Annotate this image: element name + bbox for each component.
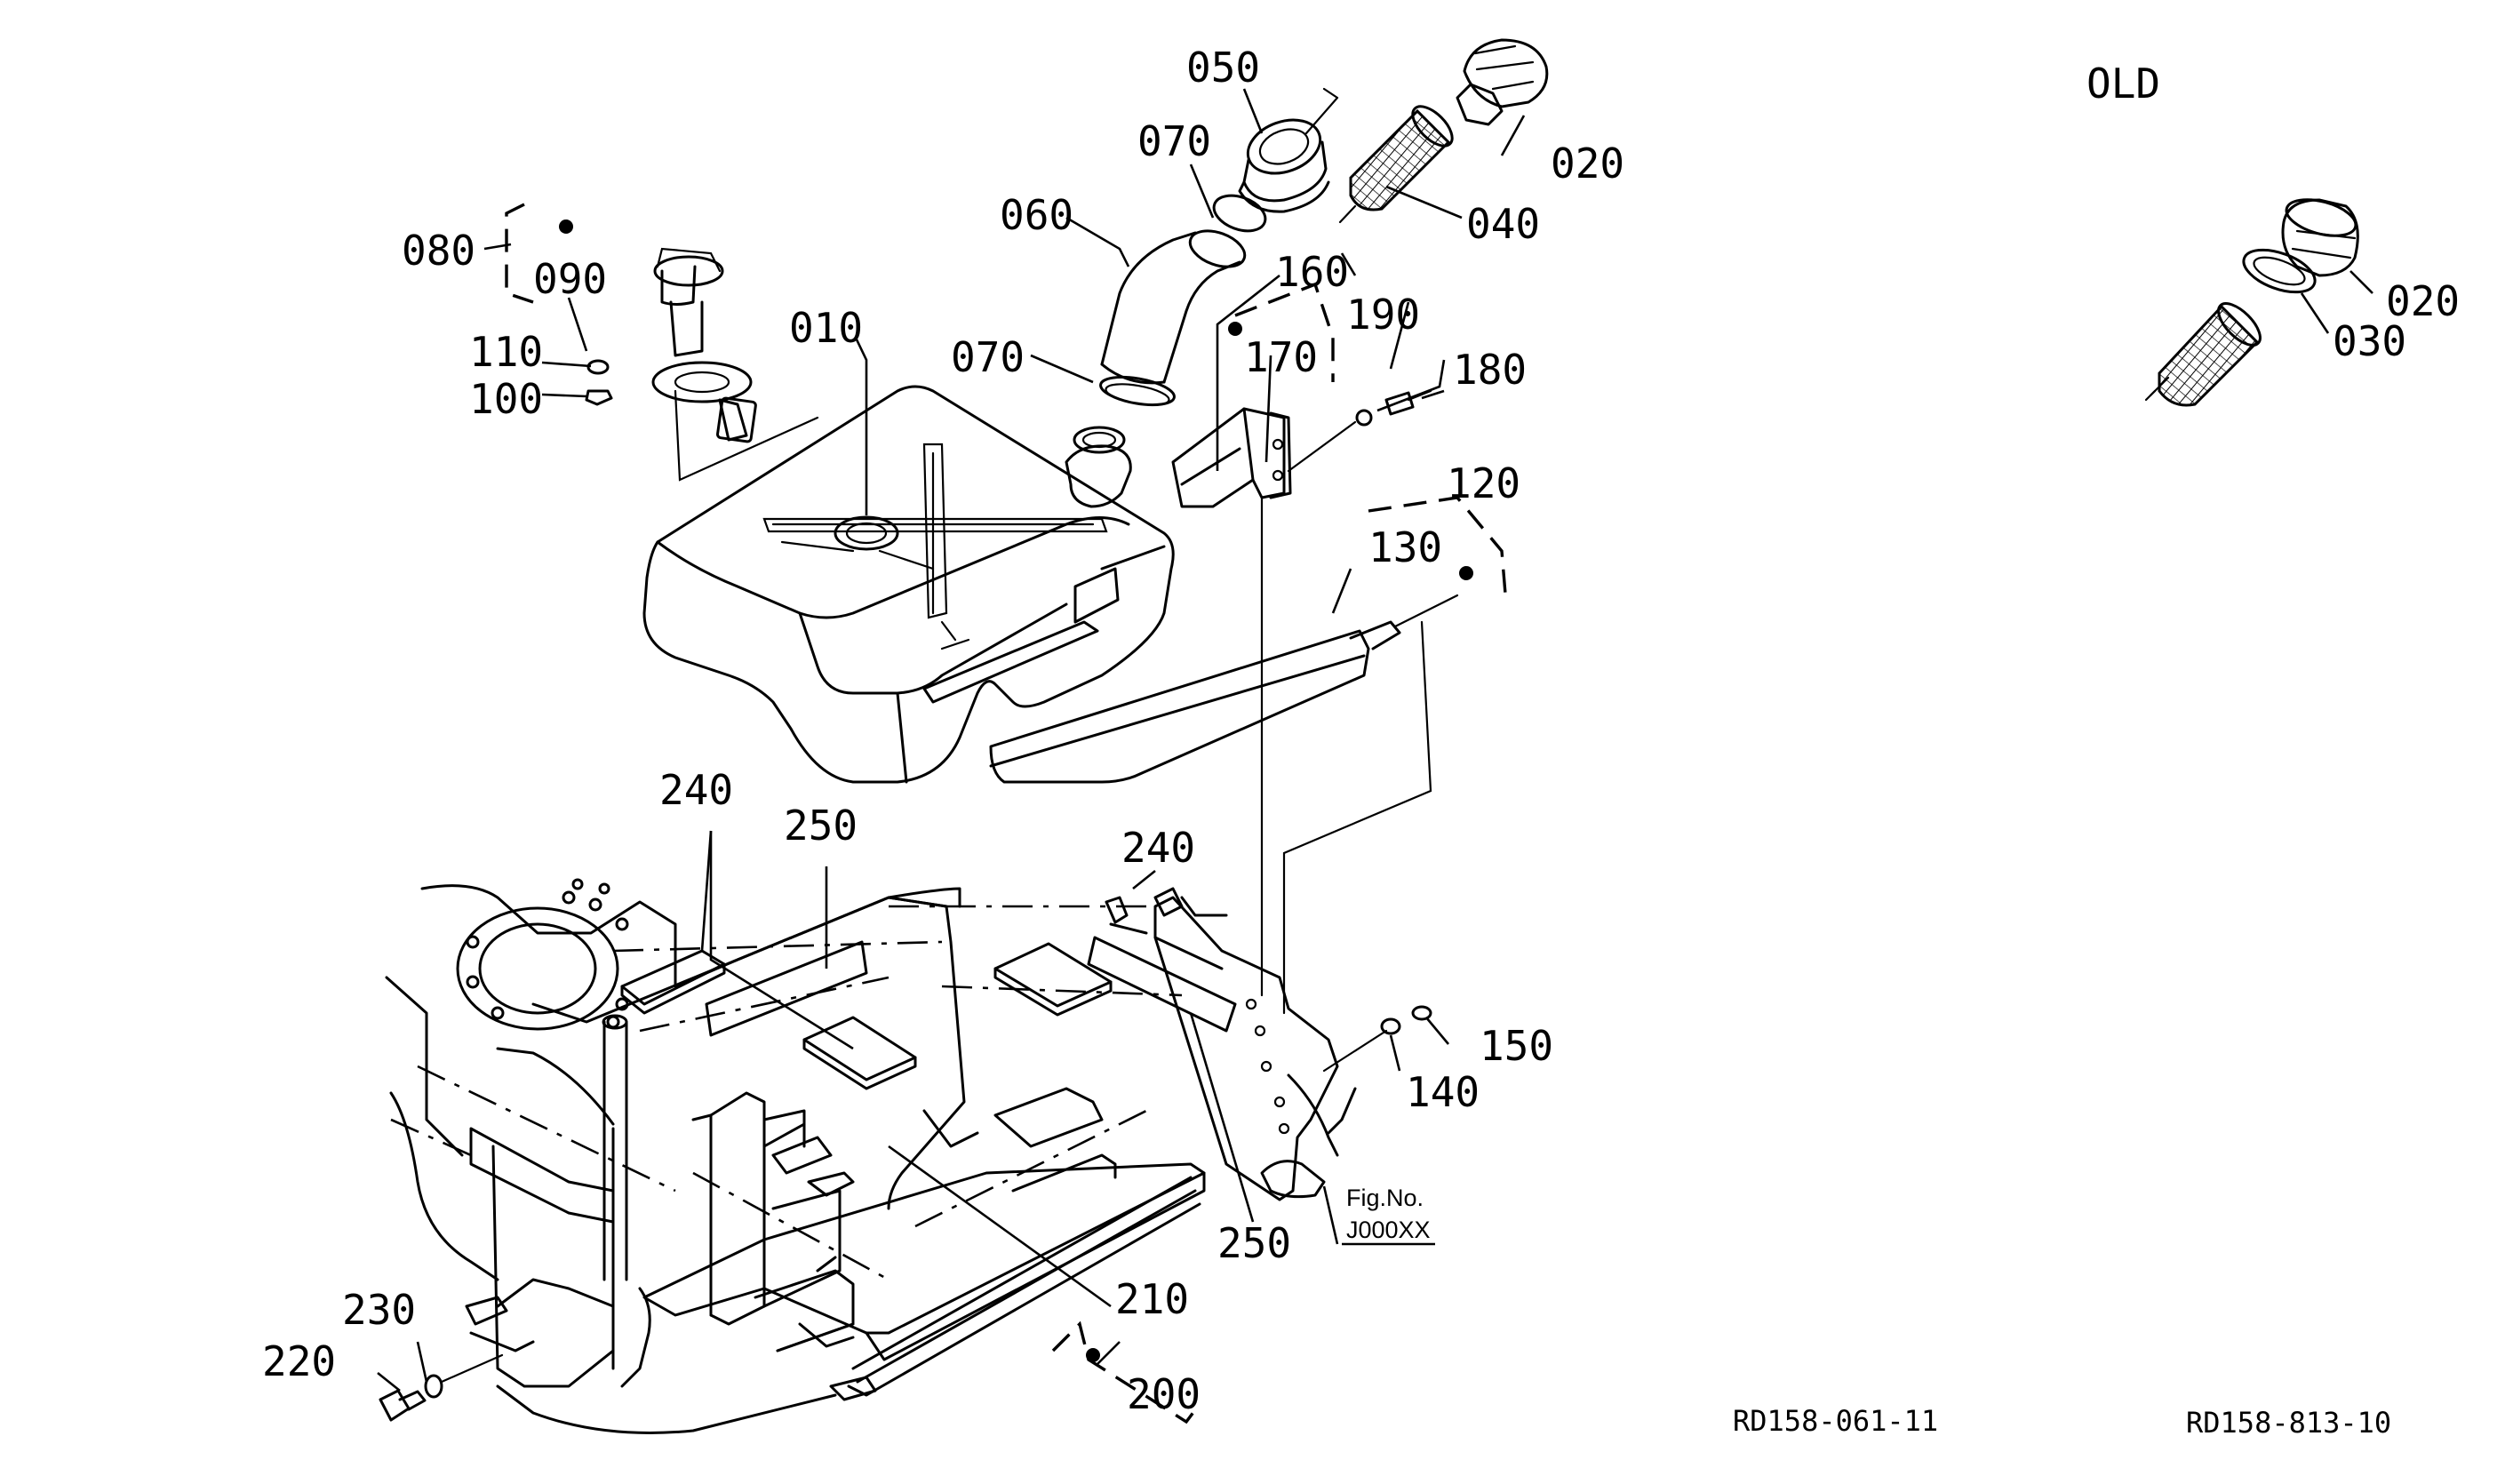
old-label-020: 020 [2386, 277, 2460, 325]
label-060: 060 [1000, 191, 1073, 239]
label-120: 120 [1447, 459, 1520, 507]
old-cap [2281, 198, 2359, 277]
label-160: 160 [1275, 248, 1349, 296]
figure-reference: Fig.No. J000XX [1346, 1185, 1431, 1243]
label-020: 020 [1551, 140, 1624, 187]
label-250-right: 250 [1217, 1219, 1291, 1267]
label-250-left: 250 [784, 802, 858, 850]
label-200: 200 [1127, 1370, 1201, 1418]
rubber-pads [620, 896, 1237, 1090]
label-190: 190 [1346, 291, 1420, 339]
mounting-plate [1171, 389, 1432, 997]
strainer [1338, 105, 1454, 224]
old-strainer [2144, 302, 2262, 407]
group-dots [559, 219, 1473, 1362]
label-070-lower: 070 [951, 333, 1025, 381]
fig-ref-line1: Fig.No. [1346, 1185, 1424, 1211]
fuel-tank [642, 385, 1175, 784]
drawing-code-old: RD158-813-10 [2186, 1406, 2391, 1440]
fuel-cap [1456, 38, 1549, 126]
label-110: 110 [469, 328, 543, 376]
label-240-right: 240 [1121, 824, 1195, 872]
fuel-gauge-unit [585, 247, 819, 482]
label-210: 210 [1115, 1275, 1189, 1323]
leader-lines [377, 88, 2373, 1392]
part-labels: 010 050 070 060 070 020 040 080 090 110 … [262, 44, 1624, 1418]
hardware [379, 1005, 1432, 1422]
old-variant-labels: OLD 020 030 [2086, 60, 2460, 365]
label-130: 130 [1368, 523, 1442, 571]
old-gasket [2242, 248, 2317, 294]
label-170: 170 [1244, 333, 1318, 381]
label-080: 080 [402, 227, 475, 275]
label-090: 090 [533, 255, 607, 303]
filler-port [1238, 87, 1339, 213]
label-230: 230 [342, 1286, 416, 1334]
label-100: 100 [469, 375, 543, 423]
drawing-codes: RD158-061-11 RD158-813-10 [1733, 1404, 2391, 1440]
tank-strap [989, 594, 1459, 1015]
label-140: 140 [1406, 1068, 1480, 1116]
label-240-left: 240 [659, 766, 733, 814]
label-150: 150 [1480, 1022, 1553, 1070]
label-040: 040 [1466, 200, 1540, 248]
drawing-code-main: RD158-061-11 [1733, 1404, 1938, 1438]
machine-frame [385, 878, 1357, 1434]
filler-hose [1099, 194, 1267, 407]
label-010: 010 [789, 304, 863, 352]
old-heading: OLD [2086, 60, 2160, 108]
label-180: 180 [1453, 346, 1527, 394]
label-050: 050 [1186, 44, 1260, 92]
label-220: 220 [262, 1337, 336, 1385]
label-070-upper: 070 [1137, 117, 1211, 165]
old-label-030: 030 [2333, 317, 2406, 365]
fig-ref-line2: J000XX [1346, 1217, 1431, 1243]
